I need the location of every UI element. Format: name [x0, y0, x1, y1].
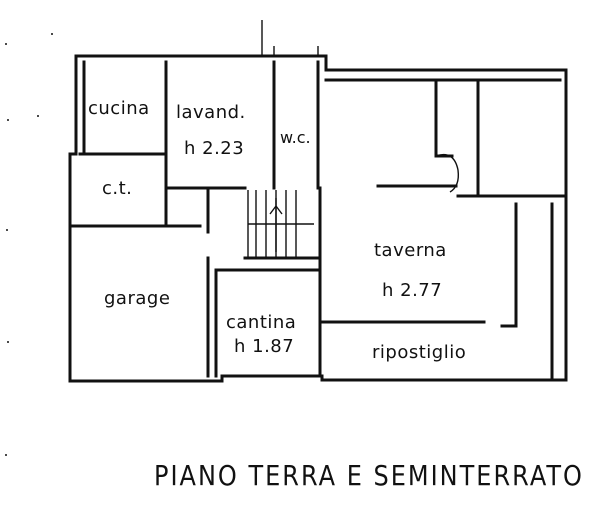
dot-top-1: [51, 33, 53, 35]
door-arc-taverna: [435, 153, 460, 193]
dot-top-2: [37, 115, 39, 117]
wc-label: w.c.: [280, 128, 311, 147]
wc-window: [273, 46, 319, 56]
taverna-height-label: h 2.77: [382, 280, 443, 301]
cucina-label: cucina: [88, 98, 150, 119]
ripostiglio-right-wall: [500, 202, 518, 328]
plan-walls: [68, 54, 568, 383]
lavanderia-height-label: h 2.23: [184, 138, 245, 159]
taverna-inner-wall: [434, 78, 454, 158]
ripostiglio-label: ripostiglio: [372, 342, 467, 363]
dot-left-1: [5, 43, 7, 45]
dot-left-5: [5, 454, 7, 456]
taverna-label: taverna: [374, 240, 447, 261]
cantina-wall: [214, 268, 322, 378]
taverna-right-room: [456, 78, 568, 198]
cantina-height-label: h 1.87: [234, 336, 295, 357]
cantina-label: cantina: [226, 312, 297, 333]
plan-title: PIANO TERRA E SEMINTERRATO: [154, 459, 584, 492]
dot-left-2: [7, 119, 9, 121]
plan-thin-lines: [247, 20, 460, 258]
lavanderia-label: lavand.: [176, 102, 246, 123]
cucina-lavanderia-wc-block: [68, 54, 568, 383]
garage-label: garage: [104, 288, 171, 309]
plan-dots: [5, 33, 53, 456]
ct-label: c.t.: [102, 178, 133, 199]
stairs: [247, 190, 314, 258]
dot-left-4: [7, 341, 9, 343]
stair-arrow: [269, 198, 283, 252]
dot-left-3: [6, 229, 8, 231]
